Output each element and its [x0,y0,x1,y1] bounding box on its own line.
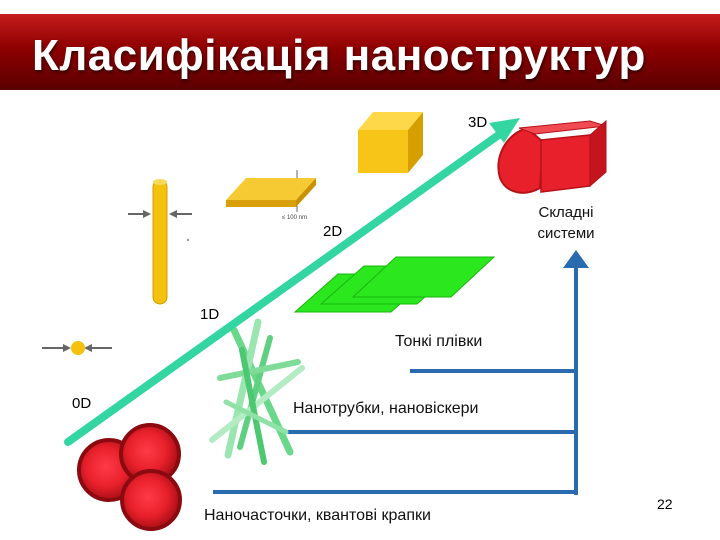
thin-film-stack [293,256,496,313]
page-number: 22 [657,496,673,512]
complex-line1: Складні [538,204,594,221]
label-2d: 2D [323,223,343,240]
label-nanotubes: Нанотрубки, нановіскери [291,400,481,418]
three-d-cube [358,112,423,173]
label-nanoparticles: Наночасточки, квантові крапки [202,507,433,525]
label-thin-films: Тонкі плівки [393,333,485,351]
label-3d: 3D [468,114,488,131]
slide-title: Класифікація наноструктур [32,31,646,80]
label-0d: 0D [72,395,92,412]
label-complex-systems: Складні системи [527,202,605,244]
title-bar: Класифікація наноструктур [0,14,720,90]
thickness-note: ≤ 100 nm [282,215,307,221]
nanotube-bundle [209,318,305,465]
classification-axis [213,266,578,495]
nanoparticle-spheres [77,423,182,531]
axis-arrowhead-icon [563,250,589,268]
two-d-plate [226,170,316,212]
growth-arrowhead-icon [489,118,520,143]
complex-line2: системи [537,225,595,242]
zero-d-dot [42,341,112,355]
one-d-rod [128,179,192,305]
complex-systems-shapes [497,119,607,194]
growth-arrow [64,118,520,446]
label-1d: 1D [200,306,220,323]
